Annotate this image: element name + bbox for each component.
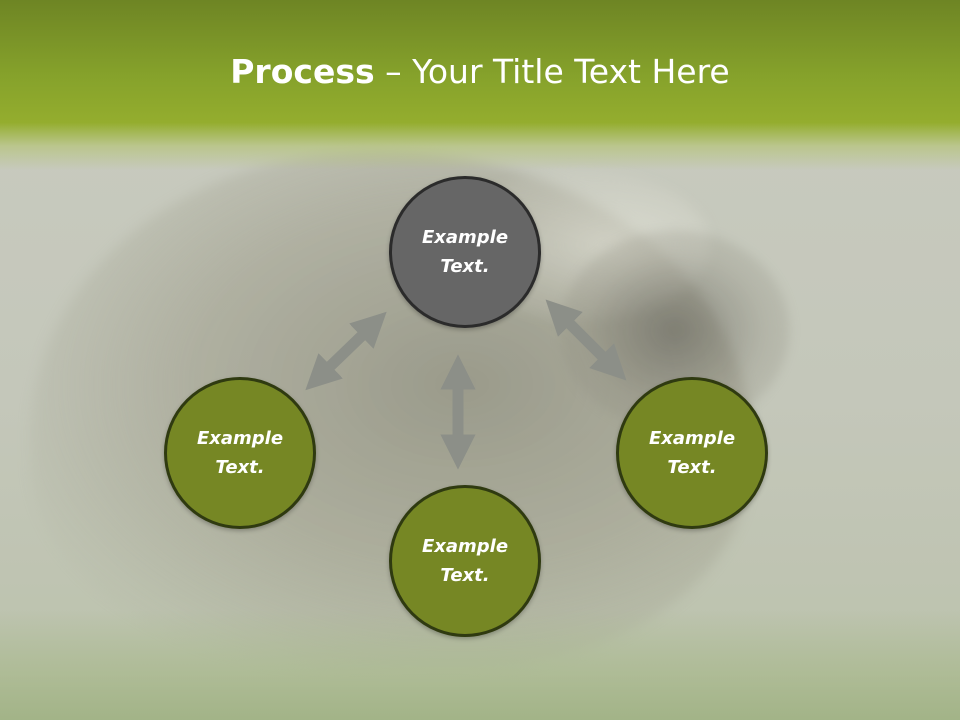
node-label: Example Text.	[196, 428, 284, 478]
process-node-top[interactable]: Example Text.	[389, 176, 541, 328]
arrow-top-right	[545, 299, 627, 381]
title-rest: – Your Title Text Here	[374, 52, 730, 91]
process-node-right[interactable]: Example Text.	[616, 377, 768, 529]
node-label: Example Text.	[421, 536, 509, 586]
process-node-left[interactable]: Example Text.	[164, 377, 316, 529]
node-label: Example Text.	[421, 227, 509, 277]
node-label: Example Text.	[648, 428, 736, 478]
slide-title[interactable]: Process – Your Title Text Here	[0, 52, 960, 91]
title-banner	[0, 0, 960, 170]
process-node-bottom[interactable]: Example Text.	[389, 485, 541, 637]
arrow-top-left	[305, 311, 387, 391]
title-bold: Process	[230, 52, 375, 91]
